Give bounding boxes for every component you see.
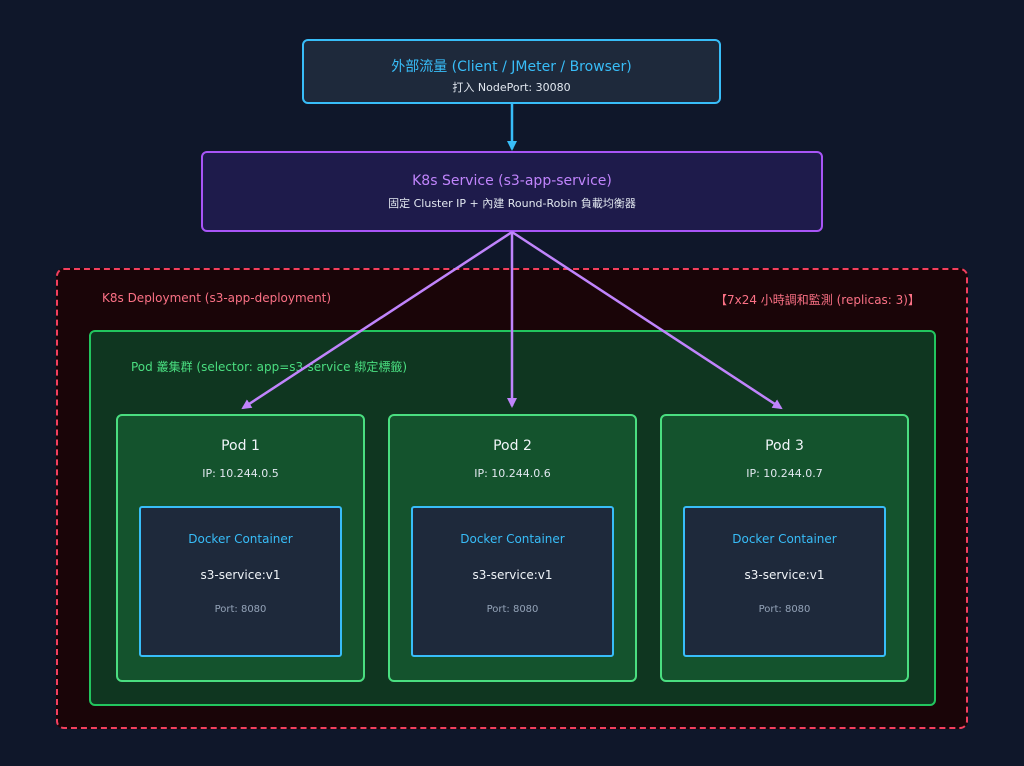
docker-container-box: Docker Container s3-service:v1 Port: 808… xyxy=(139,506,342,657)
pod-group-label: Pod 叢集群 (selector: app=s3-service 綁定標籤) xyxy=(131,360,407,374)
k8s-service-box: K8s Service (s3-app-service) 固定 Cluster … xyxy=(201,151,823,232)
container-title: Docker Container xyxy=(460,532,565,546)
container-image: s3-service:v1 xyxy=(200,568,281,582)
deployment-label: K8s Deployment (s3-app-deployment) xyxy=(102,291,332,305)
container-port: Port: 8080 xyxy=(758,604,811,615)
client-subtitle: 打入 NodePort: 30080 xyxy=(452,81,571,94)
container-title: Docker Container xyxy=(732,532,837,546)
deployment-note: 【7x24 小時調和監測 (replicas: 3)】 xyxy=(714,293,920,307)
client-title: 外部流量 (Client / JMeter / Browser) xyxy=(391,59,632,75)
docker-container-box: Docker Container s3-service:v1 Port: 808… xyxy=(683,506,886,657)
service-title: K8s Service (s3-app-service) xyxy=(412,173,612,189)
client-traffic-box: 外部流量 (Client / JMeter / Browser) 打入 Node… xyxy=(302,39,721,104)
container-port: Port: 8080 xyxy=(486,604,539,615)
pod-ip: IP: 10.244.0.7 xyxy=(746,467,823,480)
pod-ip: IP: 10.244.0.5 xyxy=(202,467,279,480)
pod-3-box: Pod 3 IP: 10.244.0.7 Docker Container s3… xyxy=(660,414,909,682)
pod-ip: IP: 10.244.0.6 xyxy=(474,467,551,480)
container-port: Port: 8080 xyxy=(214,604,267,615)
pod-name: Pod 1 xyxy=(221,438,260,454)
container-image: s3-service:v1 xyxy=(744,568,825,582)
pod-2-box: Pod 2 IP: 10.244.0.6 Docker Container s3… xyxy=(388,414,637,682)
docker-container-box: Docker Container s3-service:v1 Port: 808… xyxy=(411,506,614,657)
container-title: Docker Container xyxy=(188,532,293,546)
pod-name: Pod 2 xyxy=(493,438,532,454)
pod-name: Pod 3 xyxy=(765,438,804,454)
container-image: s3-service:v1 xyxy=(472,568,553,582)
service-subtitle: 固定 Cluster IP + 內建 Round-Robin 負載均衡器 xyxy=(388,197,636,210)
pod-1-box: Pod 1 IP: 10.244.0.5 Docker Container s3… xyxy=(116,414,365,682)
